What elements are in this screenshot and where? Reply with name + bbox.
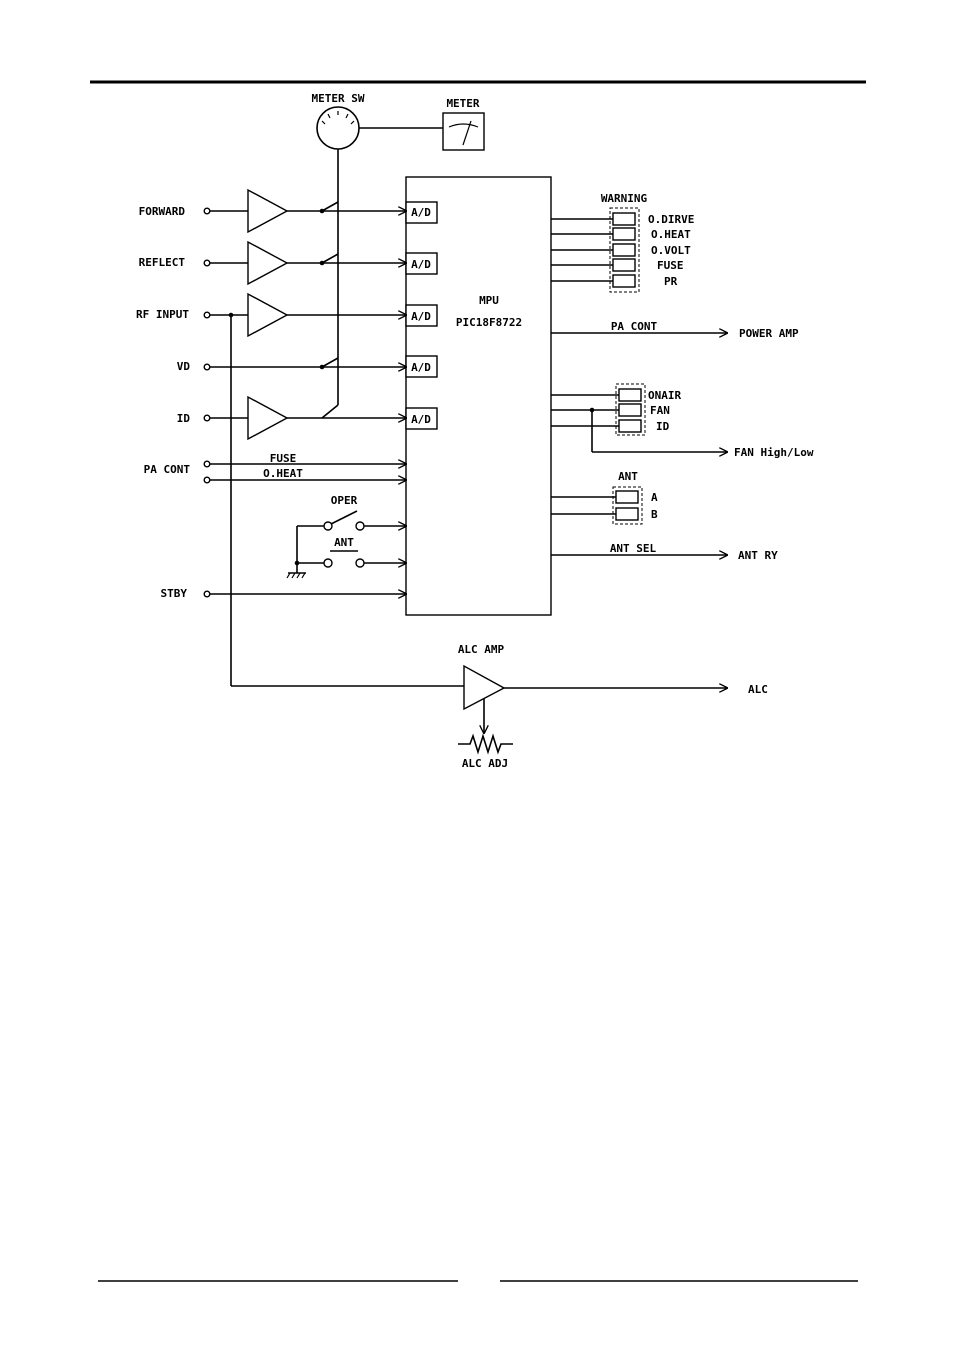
meter-sw-label: METER SW <box>312 92 365 105</box>
meter-switch-icon <box>317 107 359 149</box>
ant-item: B <box>651 508 658 521</box>
alc-adj-resistor-icon <box>458 736 513 752</box>
input-vd-label: VD <box>177 360 191 373</box>
ant-switch-label: ANT <box>334 536 354 549</box>
output-power-amp-label: POWER AMP <box>739 327 799 340</box>
pa-cont-output-signal: PA CONT <box>611 320 658 333</box>
input-stby-label: STBY <box>161 587 188 600</box>
ad-converter-4: A/D <box>411 361 431 374</box>
warning-item: FUSE <box>657 259 684 272</box>
ad-converter-1: A/D <box>411 206 431 219</box>
meter-icon <box>443 113 484 150</box>
alc-amp-label: ALC AMP <box>458 643 505 656</box>
mpu-label: MPU <box>479 294 499 307</box>
input-rf-label: RF INPUT <box>136 308 189 321</box>
oheat-signal-label: O.HEAT <box>263 467 303 480</box>
amplifier-icon <box>248 397 287 439</box>
oper-switch-icon <box>297 511 364 530</box>
ground-icon <box>287 573 306 578</box>
status-item: ID <box>656 420 670 433</box>
input-reflect-label: REFLECT <box>139 256 186 269</box>
mpu-part-number: PIC18F8722 <box>456 316 522 329</box>
ant-item: A <box>651 491 658 504</box>
oper-switch-label: OPER <box>331 494 358 507</box>
status-item: ONAIR <box>648 389 681 402</box>
meter-label: METER <box>446 97 479 110</box>
fuse-signal-label: FUSE <box>270 452 297 465</box>
mpu-block <box>406 177 551 615</box>
output-ant-ry-label: ANT RY <box>738 549 778 562</box>
warning-label: WARNING <box>601 192 648 205</box>
ant-group-label: ANT <box>618 470 638 483</box>
ad-converter-5: A/D <box>411 413 431 426</box>
ad-converter-3: A/D <box>411 310 431 323</box>
output-alc-label: ALC <box>748 683 768 696</box>
warning-item: PR <box>664 275 678 288</box>
ant-sel-output-signal: ANT SEL <box>610 542 657 555</box>
warning-item: O.DIRVE <box>648 213 694 226</box>
warning-item: O.HEAT <box>651 228 691 241</box>
amplifier-icon <box>248 242 287 284</box>
ad-converter-2: A/D <box>411 258 431 271</box>
input-pa-cont-label: PA CONT <box>144 463 191 476</box>
amplifier-icon <box>248 294 287 336</box>
input-forward-label: FORWARD <box>139 205 186 218</box>
input-id-label: ID <box>177 412 191 425</box>
ant-switch-icon <box>297 551 364 567</box>
alc-adj-label: ALC ADJ <box>462 757 508 770</box>
warning-item: O.VOLT <box>651 244 691 257</box>
amplifier-icon <box>248 190 287 232</box>
status-item: FAN <box>650 404 670 417</box>
output-fan-label: FAN High/Low <box>734 446 814 459</box>
